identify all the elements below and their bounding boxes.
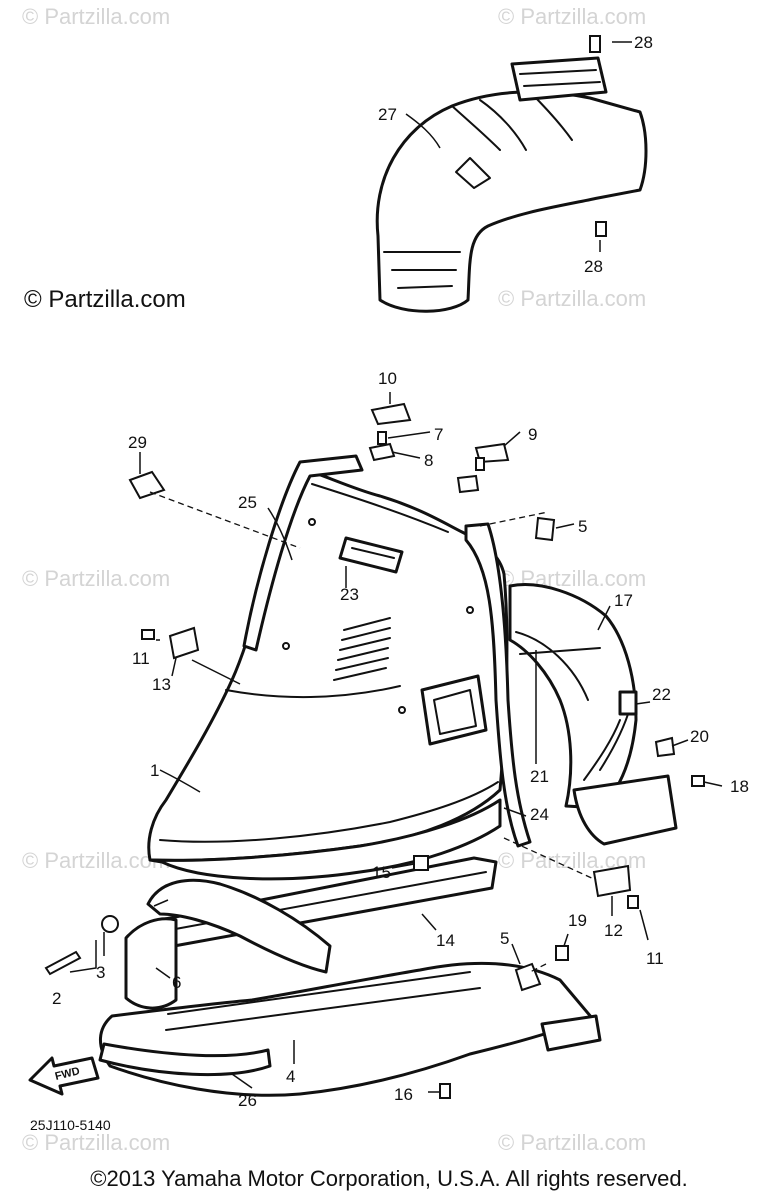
edge-molding-right-part[interactable]: [464, 522, 532, 848]
callout-10: 10: [378, 369, 397, 388]
leader-lines: [69, 41, 723, 1093]
edge-molding-left-part[interactable]: [242, 454, 364, 652]
copyright-notice: © Partzilla.com: [24, 286, 186, 313]
callout-12: 12: [604, 921, 623, 940]
callout-29: 29: [128, 433, 147, 452]
callout-26: 26: [238, 1091, 257, 1110]
callout-13: 13: [152, 675, 171, 694]
callout-23: 23: [340, 585, 359, 604]
diagram-reference-code: 25J110-5140: [30, 1117, 111, 1133]
callout-3: 3: [96, 963, 105, 982]
rear-fender-part[interactable]: [375, 56, 648, 313]
watermark: © Partzilla.com: [22, 566, 171, 591]
front-trim-part[interactable]: [98, 1042, 272, 1077]
forward-arrow-icon: FWD: [28, 1056, 100, 1096]
forward-label: FWD: [54, 1065, 81, 1083]
callout-16: 16: [394, 1085, 413, 1104]
callout-7: 7: [434, 425, 443, 444]
callout-15: 15: [372, 863, 391, 882]
callout-2: 2: [52, 989, 61, 1008]
callout-17: 17: [614, 591, 633, 610]
under-cover-part[interactable]: [124, 878, 332, 1010]
callout-28-lower: 28: [584, 257, 603, 276]
callout-11-lower: 11: [646, 949, 664, 968]
callout-5-upper: 5: [578, 517, 587, 536]
watermark: © Partzilla.com: [22, 1130, 171, 1155]
vent-grille: [333, 617, 391, 681]
clip-part-22[interactable]: [618, 690, 638, 716]
emblem-part[interactable]: [338, 536, 404, 574]
callout-22: 22: [652, 685, 671, 704]
watermark: © Partzilla.com: [498, 4, 647, 29]
callout-6: 6: [172, 973, 181, 992]
callout-24: 24: [530, 805, 549, 824]
callout-4: 4: [286, 1067, 295, 1086]
footer-copyright: ©2013 Yamaha Motor Corporation, U.S.A. A…: [90, 1166, 688, 1191]
inner-panel-part[interactable]: [508, 583, 678, 846]
callout-20: 20: [690, 727, 709, 746]
callout-1: 1: [150, 761, 159, 780]
callout-21: 21: [530, 767, 549, 786]
watermark: © Partzilla.com: [498, 286, 647, 311]
callout-9: 9: [528, 425, 537, 444]
watermark: © Partzilla.com: [22, 848, 171, 873]
callout-5-lower: 5: [500, 929, 509, 948]
callout-14: 14: [436, 931, 455, 950]
callout-25: 25: [238, 493, 257, 512]
callout-18: 18: [730, 777, 749, 796]
callout-labels: 1 2 3 4 5 5 6 7 8 9 10 11 11 12 13 14 15…: [52, 33, 749, 1110]
callout-8: 8: [424, 451, 433, 470]
callout-28-upper: 28: [634, 33, 653, 52]
callout-11-upper: 11: [132, 649, 150, 668]
fasteners: [44, 35, 705, 1099]
watermark: © Partzilla.com: [498, 1130, 647, 1155]
callout-19: 19: [568, 911, 587, 930]
watermark: © Partzilla.com: [22, 4, 171, 29]
callout-27: 27: [378, 105, 397, 124]
leg-shield-part[interactable]: [147, 466, 509, 881]
